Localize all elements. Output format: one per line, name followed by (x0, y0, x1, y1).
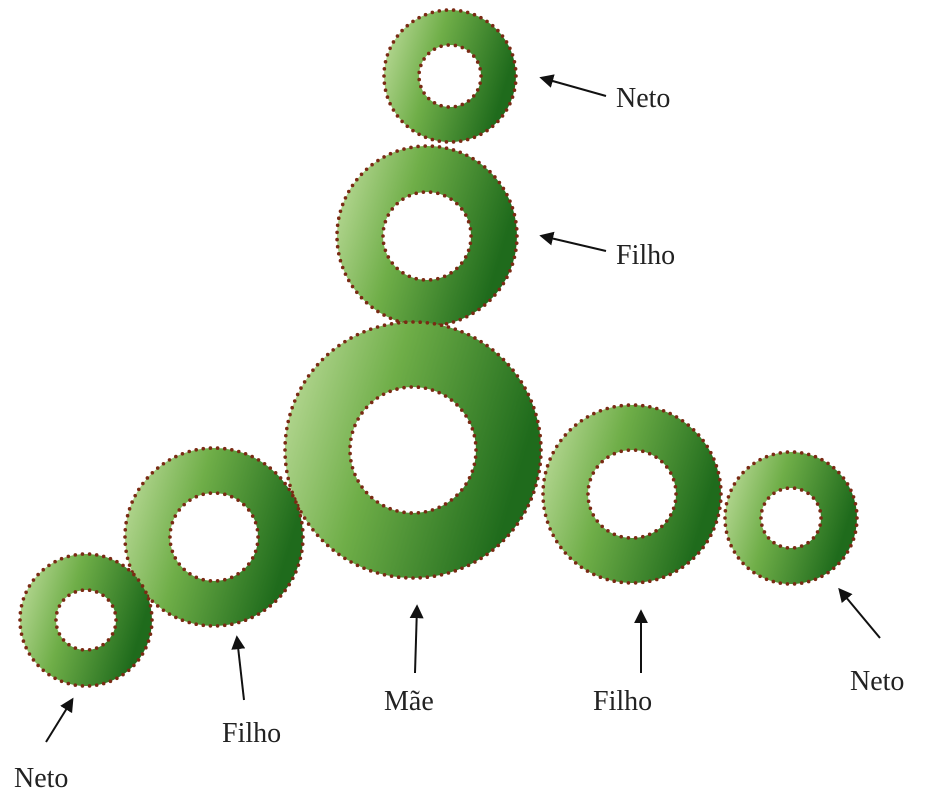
label-neto-right: Neto (850, 666, 904, 697)
ring-neto-right (723, 450, 859, 585)
ring-neto-top (382, 8, 518, 143)
arrow-filho-top (542, 236, 606, 251)
label-mae: Mãe (384, 686, 434, 717)
label-neto-top: Neto (616, 83, 670, 114)
arrow-neto-right (840, 590, 880, 638)
label-neto-left: Neto (14, 763, 68, 794)
ring-mae (283, 320, 543, 580)
label-filho-top: Filho (616, 240, 675, 271)
arrow-neto-top (542, 78, 606, 96)
label-filho-right: Filho (593, 686, 652, 717)
ring-filho-top (335, 144, 519, 328)
arrow-mae (415, 607, 417, 673)
ring-filho-right (541, 403, 723, 584)
arrow-filho-left (237, 638, 244, 700)
arrow-neto-left (46, 700, 72, 742)
label-filho-left: Filho (222, 718, 281, 749)
ring-filho-left (123, 446, 305, 627)
rings-layer (18, 8, 859, 687)
